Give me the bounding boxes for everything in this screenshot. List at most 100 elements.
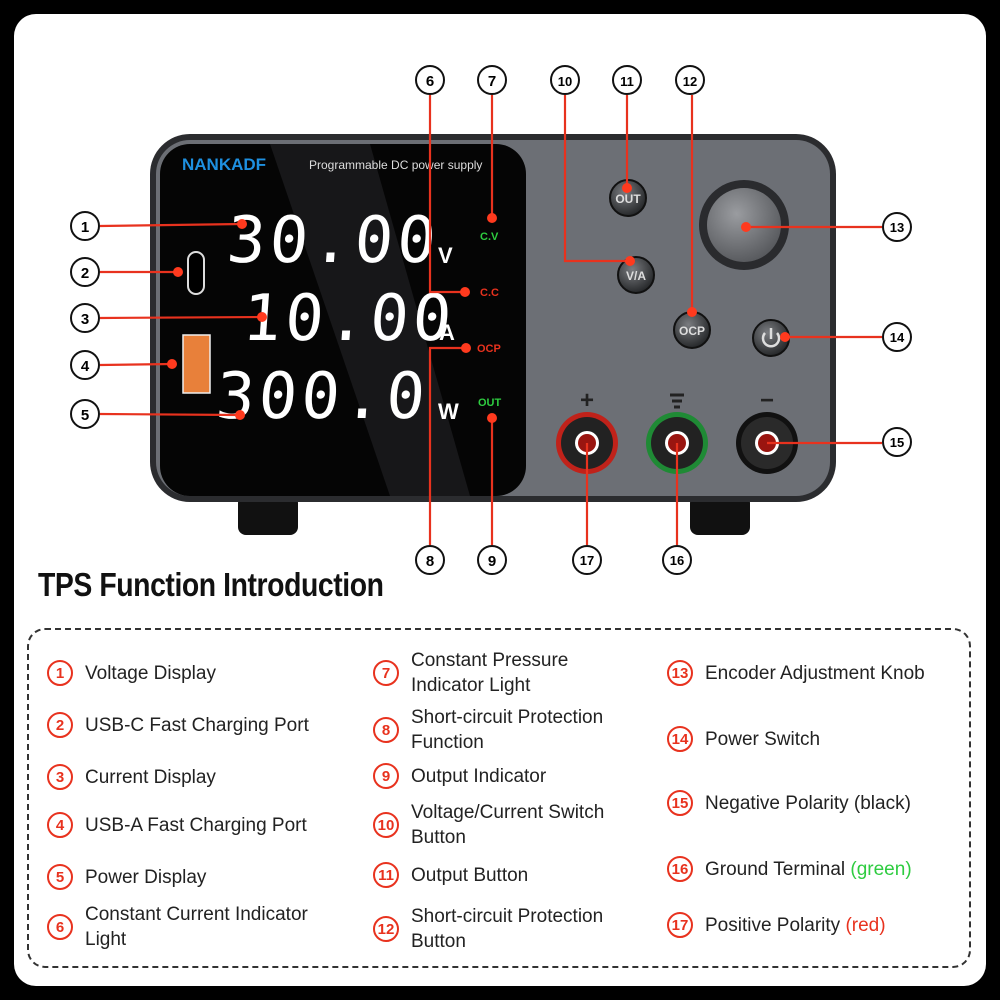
legend-text: Negative Polarity (black) xyxy=(705,792,911,814)
callout-10: 10 xyxy=(550,65,580,95)
callout-14: 14 xyxy=(882,322,912,352)
legend-text: Short-circuit Protection Button xyxy=(411,906,604,952)
svg-text:11: 11 xyxy=(620,74,634,89)
callout-1: 1 xyxy=(70,211,100,241)
foot-right xyxy=(690,495,750,535)
legend-number: 15 xyxy=(667,790,693,816)
callout-17: 17 xyxy=(572,545,602,575)
legend-number: 2 xyxy=(47,712,73,738)
legend-text: Power Display xyxy=(85,866,207,888)
legend-number: 9 xyxy=(373,763,399,789)
callout-8: 8 xyxy=(415,545,445,575)
usb-a-port xyxy=(182,334,211,394)
ocp-button-label: OCP xyxy=(679,324,705,338)
current-unit: A xyxy=(439,320,455,345)
leader-dots xyxy=(167,183,790,423)
function-legend: 1 Voltage Display 2 USB-C Fast Charging Po… xyxy=(27,628,971,968)
callout-4: 4 xyxy=(70,350,100,380)
svg-text:15: 15 xyxy=(890,435,904,450)
callout-5: 5 xyxy=(70,399,100,429)
va-button-label: V/A xyxy=(626,269,646,283)
legend-number: 16 xyxy=(667,856,693,882)
ocp-indicator: OCP xyxy=(477,343,501,355)
legend-number: 10 xyxy=(373,812,399,838)
legend-number: 12 xyxy=(373,916,399,942)
device-subtitle: Programmable DC power supply xyxy=(309,158,482,172)
legend-number: 1 xyxy=(47,660,73,686)
callout-11: 11 xyxy=(612,65,642,95)
va-button[interactable] xyxy=(617,256,655,294)
brand-logo: NANKADF xyxy=(182,155,266,174)
legend-number: 5 xyxy=(47,864,73,890)
callout-12: 12 xyxy=(675,65,705,95)
legend-item: 6 Constant Current Indicator Light xyxy=(47,902,347,952)
callout-15: 15 xyxy=(882,427,912,457)
legend-text: Ground Terminal xyxy=(705,858,846,880)
legend-number: 4 xyxy=(47,812,73,838)
legend-item: 8 Short-circuit Protection Function xyxy=(373,705,643,755)
voltage-unit: V xyxy=(438,243,453,268)
legend-number: 3 xyxy=(47,764,73,790)
legend-text: Voltage Display xyxy=(85,662,216,684)
section-title: TPS Function Introduction xyxy=(38,566,384,603)
legend-number: 11 xyxy=(373,862,399,888)
legend-number: 6 xyxy=(47,914,73,940)
callout-16: 16 xyxy=(662,545,692,575)
legend-item: 10 Voltage/Current Switch Button xyxy=(373,800,643,850)
foot-left xyxy=(238,495,298,535)
power-icon xyxy=(761,328,781,348)
minus-label: − xyxy=(760,387,774,414)
callout-13: 13 xyxy=(882,212,912,242)
legend-number: 17 xyxy=(667,912,693,938)
svg-text:3: 3 xyxy=(81,311,89,328)
callout-9: 9 xyxy=(477,545,507,575)
legend-item: 11 Output Button xyxy=(373,862,528,888)
legend-item: 4 USB-A Fast Charging Port xyxy=(47,812,307,838)
current-display: 10.00 xyxy=(240,282,458,356)
legend-item: 2 USB-C Fast Charging Port xyxy=(47,712,309,738)
voltage-display: 30.00 xyxy=(225,204,443,278)
svg-text:16: 16 xyxy=(670,553,684,568)
plus-label: + xyxy=(580,387,594,414)
legend-text: Short-circuit Protection Function xyxy=(411,707,604,753)
legend-text: Output Button xyxy=(411,864,529,886)
callout-3: 3 xyxy=(70,303,100,333)
svg-text:1: 1 xyxy=(81,219,89,236)
legend-note-red: (red) xyxy=(845,914,886,936)
legend-text: Voltage/Current Switch Button xyxy=(411,802,605,848)
ground-icon xyxy=(670,393,684,409)
legend-text: USB-C Fast Charging Port xyxy=(85,714,309,736)
legend-item: 1 Voltage Display xyxy=(47,660,216,686)
legend-text: USB-A Fast Charging Port xyxy=(85,814,307,836)
svg-text:10: 10 xyxy=(558,74,572,89)
legend-text: Constant Pressure Indicator Light xyxy=(411,650,569,696)
callout-2: 2 xyxy=(70,257,100,287)
legend-text: Encoder Adjustment Knob xyxy=(705,662,925,684)
svg-text:17: 17 xyxy=(580,553,594,568)
callout-7: 7 xyxy=(477,65,507,95)
svg-text:5: 5 xyxy=(81,407,89,424)
legend-text: Current Display xyxy=(85,766,216,788)
legend-text: Constant Current Indicator Light xyxy=(85,904,308,950)
legend-text: Positive Polarity xyxy=(705,914,841,936)
svg-text:4: 4 xyxy=(81,358,90,375)
power-unit: W xyxy=(438,399,459,424)
svg-text:12: 12 xyxy=(683,74,697,89)
svg-text:14: 14 xyxy=(890,330,905,345)
usb-c-port xyxy=(187,251,205,295)
legend-number: 13 xyxy=(667,660,693,686)
legend-item: 15 Negative Polarity (black) xyxy=(667,790,911,816)
legend-item: 3 Current Display xyxy=(47,764,216,790)
legend-number: 14 xyxy=(667,726,693,752)
out-button-label: OUT xyxy=(615,192,641,206)
legend-item: 13 Encoder Adjustment Knob xyxy=(667,660,925,686)
out-indicator: OUT xyxy=(478,397,502,409)
legend-item: 17 Positive Polarity (red) xyxy=(667,912,886,938)
cc-indicator: C.C xyxy=(480,287,499,299)
legend-number: 8 xyxy=(373,717,399,743)
